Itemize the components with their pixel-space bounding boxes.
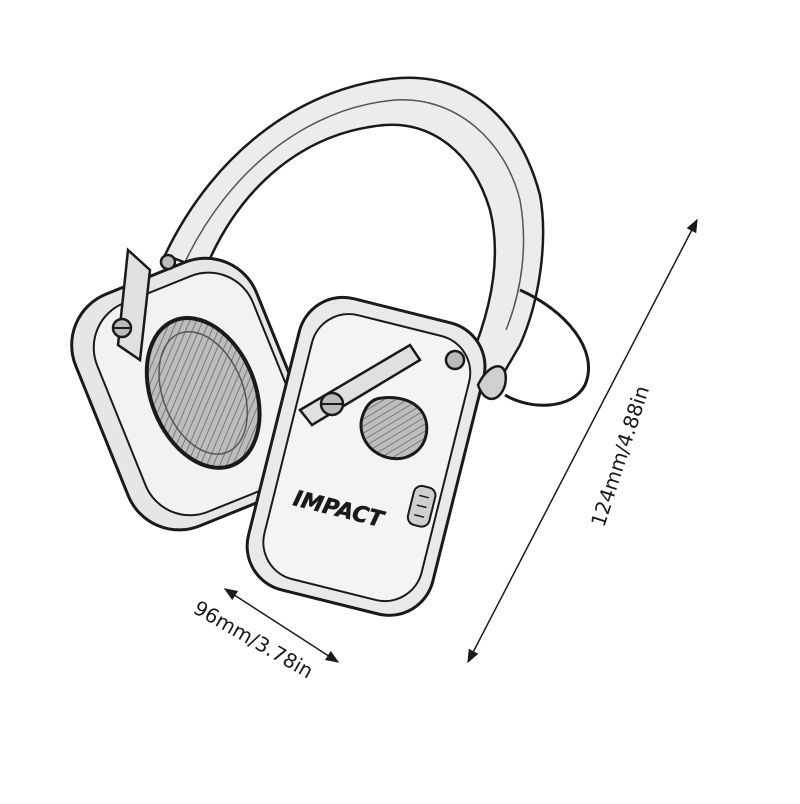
left-ear-cushion: [144, 316, 262, 470]
width-dimension-label: 96mm/3.78in: [190, 596, 318, 684]
height-dimension-arrow: [467, 218, 698, 664]
width-dimension-arrow: [223, 588, 340, 663]
height-dimension-label: 124mm/4.88in: [586, 383, 654, 530]
right-ear-cup: IMPACT: [245, 295, 487, 617]
left-hinge-bracket: [111, 247, 177, 363]
microphone-grille-icon: [359, 396, 429, 461]
